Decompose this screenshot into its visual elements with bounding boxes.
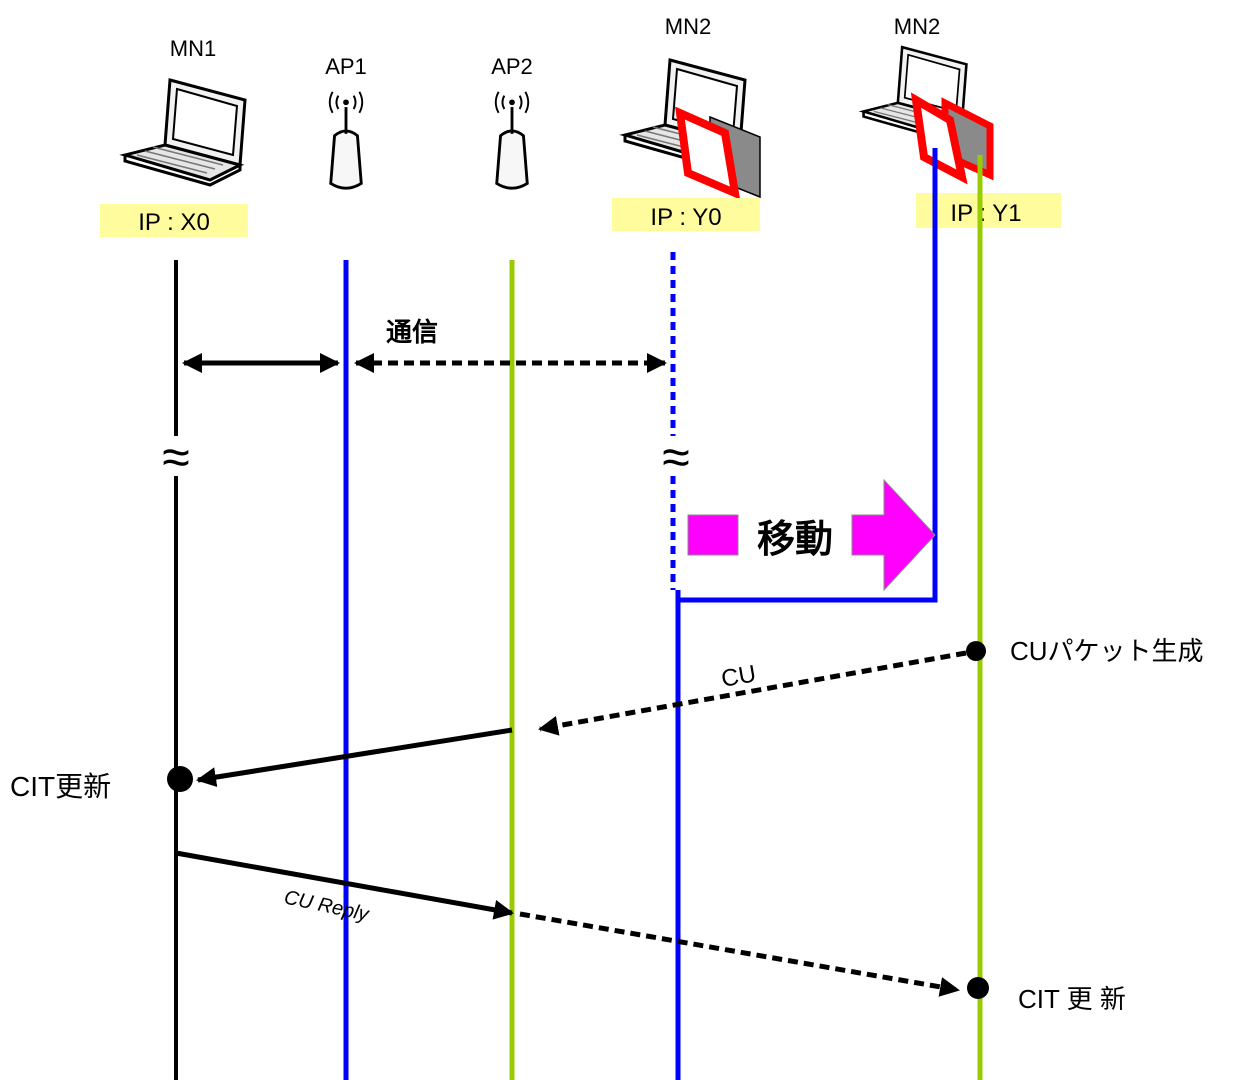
cu-label: CU [719,660,758,693]
mn2-before-label: MN2 [665,14,711,39]
mn1-ip: IP : X0 [138,209,210,236]
break-symbol: ≈ [662,429,689,485]
mn1-node: MN1 IP : X0 [100,36,248,237]
mn2-after-label: MN2 [894,14,940,39]
mn2-before-ip: IP : Y0 [650,204,721,231]
move-indicator: 移動 [688,480,935,590]
antenna-icon [330,92,362,188]
move-label: 移動 [757,519,833,561]
cu-forward-arrow [198,730,512,780]
mn2-after-node: MN2 IP : Y1 [864,14,1061,228]
cit-update-label-mn1: CIT更新 [10,771,111,802]
move-arrow-icon [852,480,935,590]
cu-generation-label: CUパケット生成 [1010,636,1204,666]
antenna-icon [496,92,528,188]
cu-reply-dashed-arrow [520,914,958,990]
ap1-label: AP1 [325,54,367,79]
ap1-node: AP1 [325,54,367,188]
laptop-icon [125,80,245,185]
cit-update-label-mn2: CIT 更 新 [1018,984,1126,1014]
ap2-node: AP2 [491,54,533,188]
cit-update-point-mn1 [167,766,193,792]
mn2-before-node: MN2 IP : Y0 [612,14,760,231]
mn2-after-ip: IP : Y1 [950,200,1021,227]
move-block [688,515,738,555]
mn1-label: MN1 [170,36,216,61]
cu-reply-label: CU Reply [282,886,371,926]
ap2-label: AP2 [491,54,533,79]
cu-generation-point [966,641,986,661]
break-symbol: ≈ [162,429,189,485]
cit-update-point-mn2 [967,977,989,999]
communication-label: 通信 [386,317,438,347]
